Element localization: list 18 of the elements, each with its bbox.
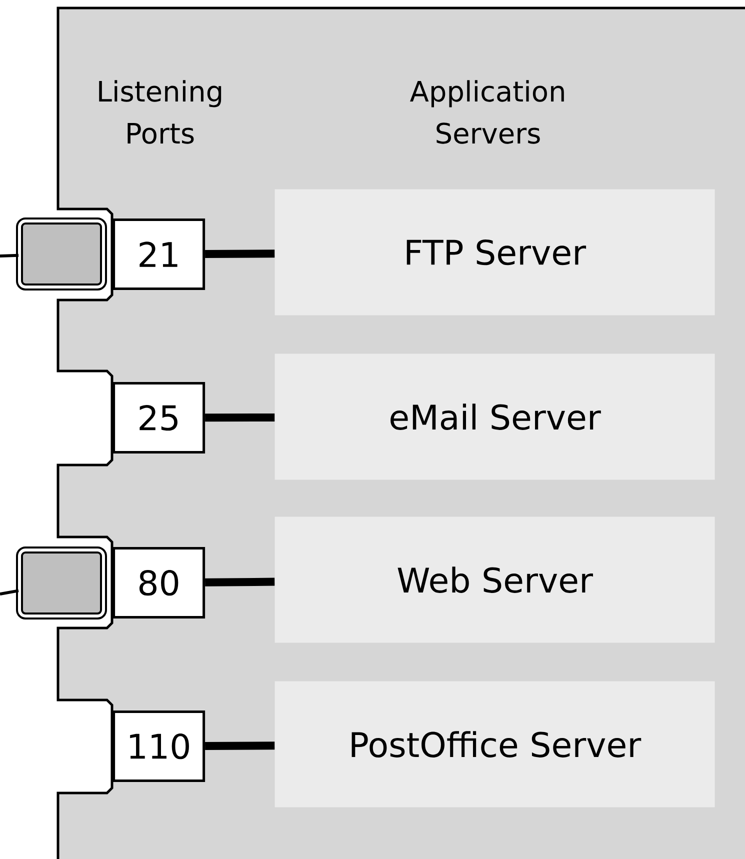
connector-line	[205, 742, 275, 750]
port-box: 110	[112, 710, 206, 782]
port-box: 21	[112, 218, 206, 290]
server-box: eMail Server	[274, 354, 715, 480]
plug-box	[16, 218, 107, 290]
connector-line	[205, 250, 275, 258]
port-box: 80	[112, 547, 206, 619]
column-heading: Application Servers	[410, 80, 564, 144]
server-box: Web Server	[274, 516, 715, 643]
server-box: FTP Server	[274, 189, 715, 316]
connector-line	[205, 578, 275, 586]
port-box: 25	[112, 382, 206, 454]
cable-line	[0, 254, 19, 258]
connector-line	[205, 413, 275, 422]
cable-line	[0, 589, 19, 596]
column-heading: Listening Ports	[99, 80, 222, 144]
server-box: PostOffice Server	[274, 681, 715, 808]
plug-box	[16, 546, 107, 620]
